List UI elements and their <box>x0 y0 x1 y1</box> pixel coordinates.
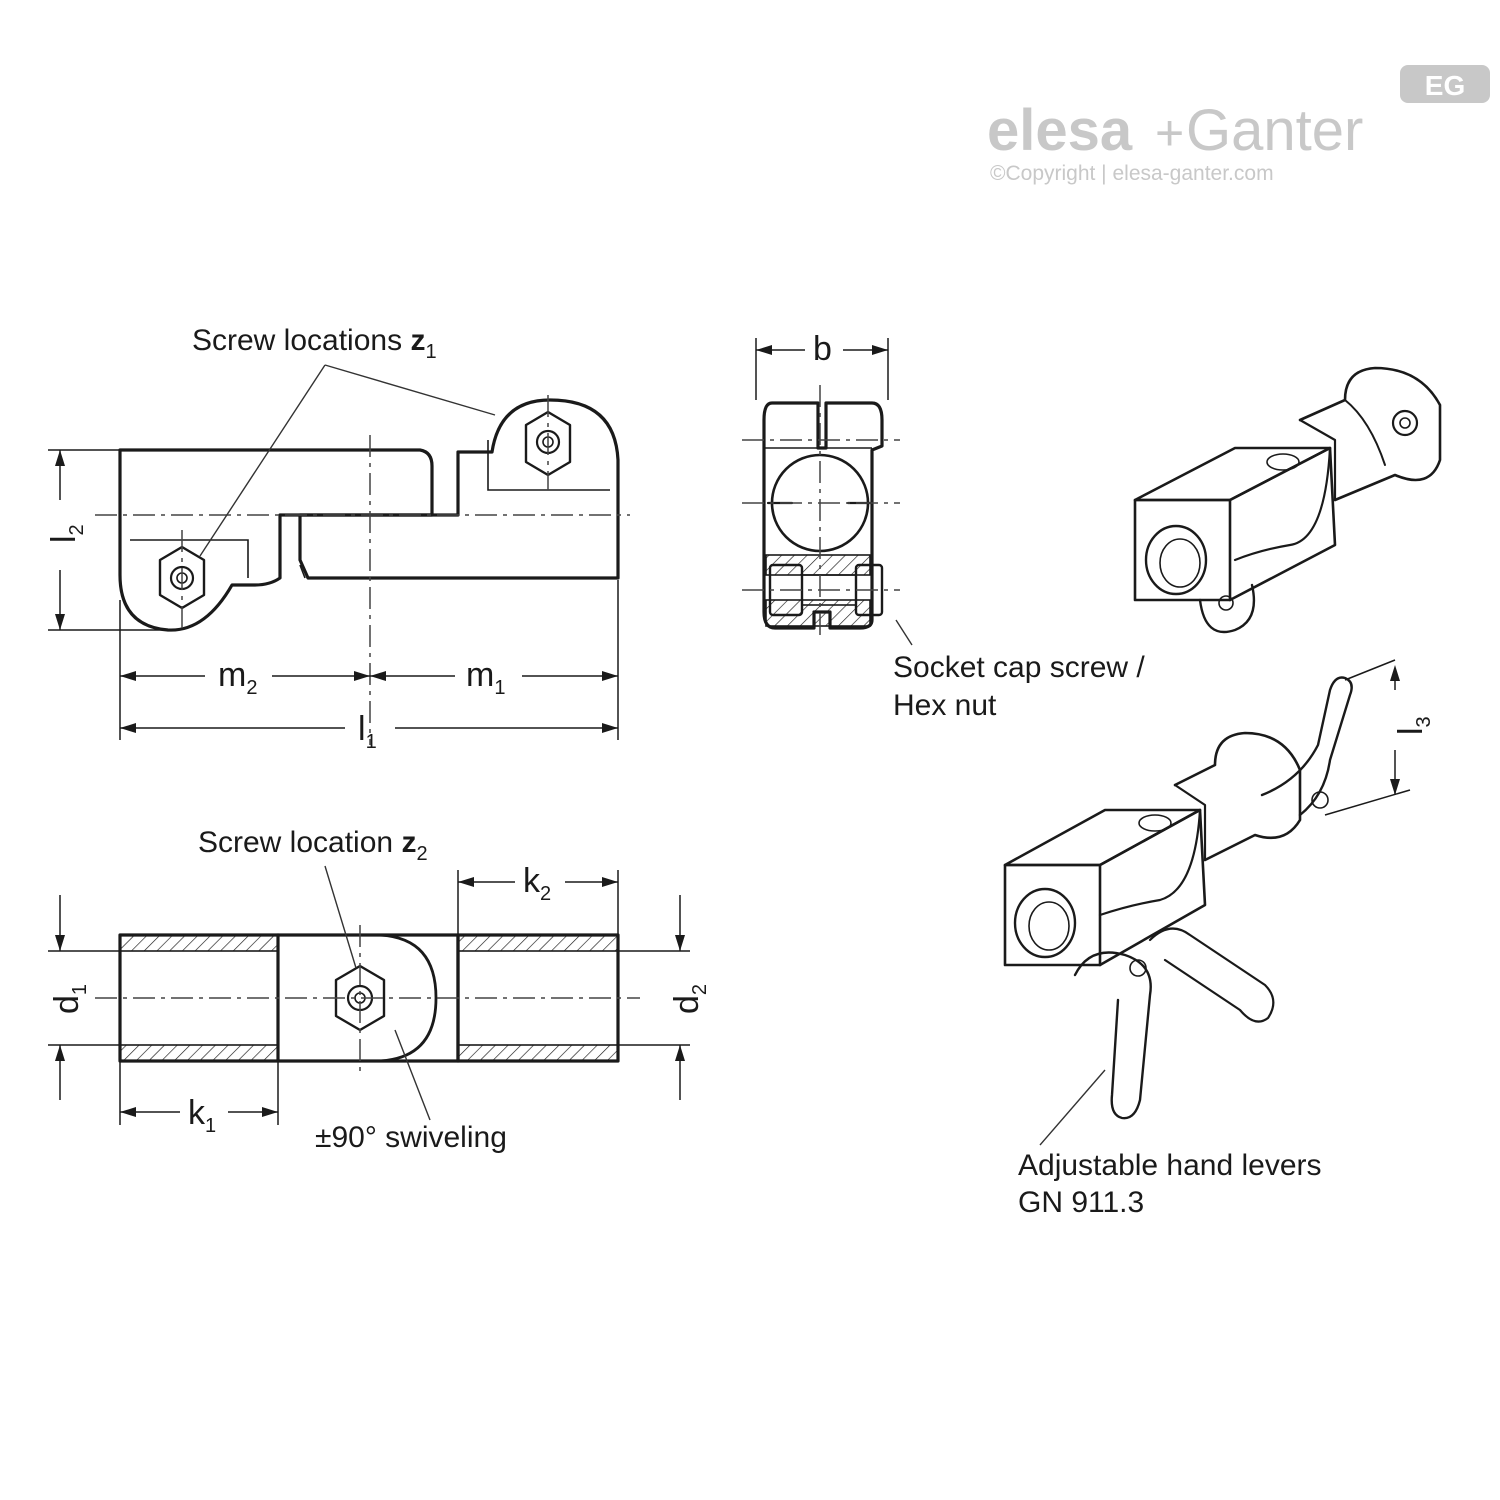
dim-l3-label: l3 <box>1392 716 1435 735</box>
dim-b-label: b <box>813 330 832 368</box>
dim-d2-label: d2 <box>668 984 711 1014</box>
dim-l2-label: l2 <box>45 524 88 543</box>
logo-badge-icon <box>1400 65 1490 103</box>
iso-view-plain <box>1133 366 1442 634</box>
logo-brand-right: Ganter <box>1186 98 1363 163</box>
socket-cap-screw-label: Socket cap screw / <box>893 651 1145 684</box>
logo-brand-plus: + <box>1155 105 1184 161</box>
swiveling-label: ±90° swiveling <box>315 1121 507 1154</box>
hand-levers-code-label: GN 911.3 <box>1018 1186 1144 1219</box>
hand-levers-label: Adjustable hand levers <box>1018 1149 1322 1182</box>
logo-brand-left: elesa <box>987 98 1133 163</box>
dim-l1-label: l1 <box>358 710 377 753</box>
brand-logo: EG elesa + Ganter ©Copyright | elesa-gan… <box>987 65 1490 185</box>
top-view: d1 d2 k2 k1 Screw location z2 ±90° swive… <box>48 826 711 1154</box>
logo-badge-text: EG <box>1425 70 1465 101</box>
hex-nut-label: Hex nut <box>893 689 997 722</box>
dim-k2-label: k2 <box>523 862 551 905</box>
screw-location-z2-label: Screw location z2 <box>198 826 428 865</box>
dim-d1-label: d1 <box>48 984 91 1014</box>
dim-m2-label: m2 <box>218 656 257 699</box>
iso-view-levers: l3 Adjustable hand levers GN 911.3 <box>1003 659 1435 1219</box>
dim-m1-label: m1 <box>466 656 505 699</box>
side-view: l2 m2 m1 l1 Screw locations z1 <box>45 324 630 753</box>
end-view: b Socket cap screw / Hex nut <box>742 330 1145 722</box>
screw-locations-z1-label: Screw locations z1 <box>192 324 437 363</box>
dim-k1-label: k1 <box>188 1094 216 1137</box>
logo-copyright: ©Copyright | elesa-ganter.com <box>990 162 1274 185</box>
